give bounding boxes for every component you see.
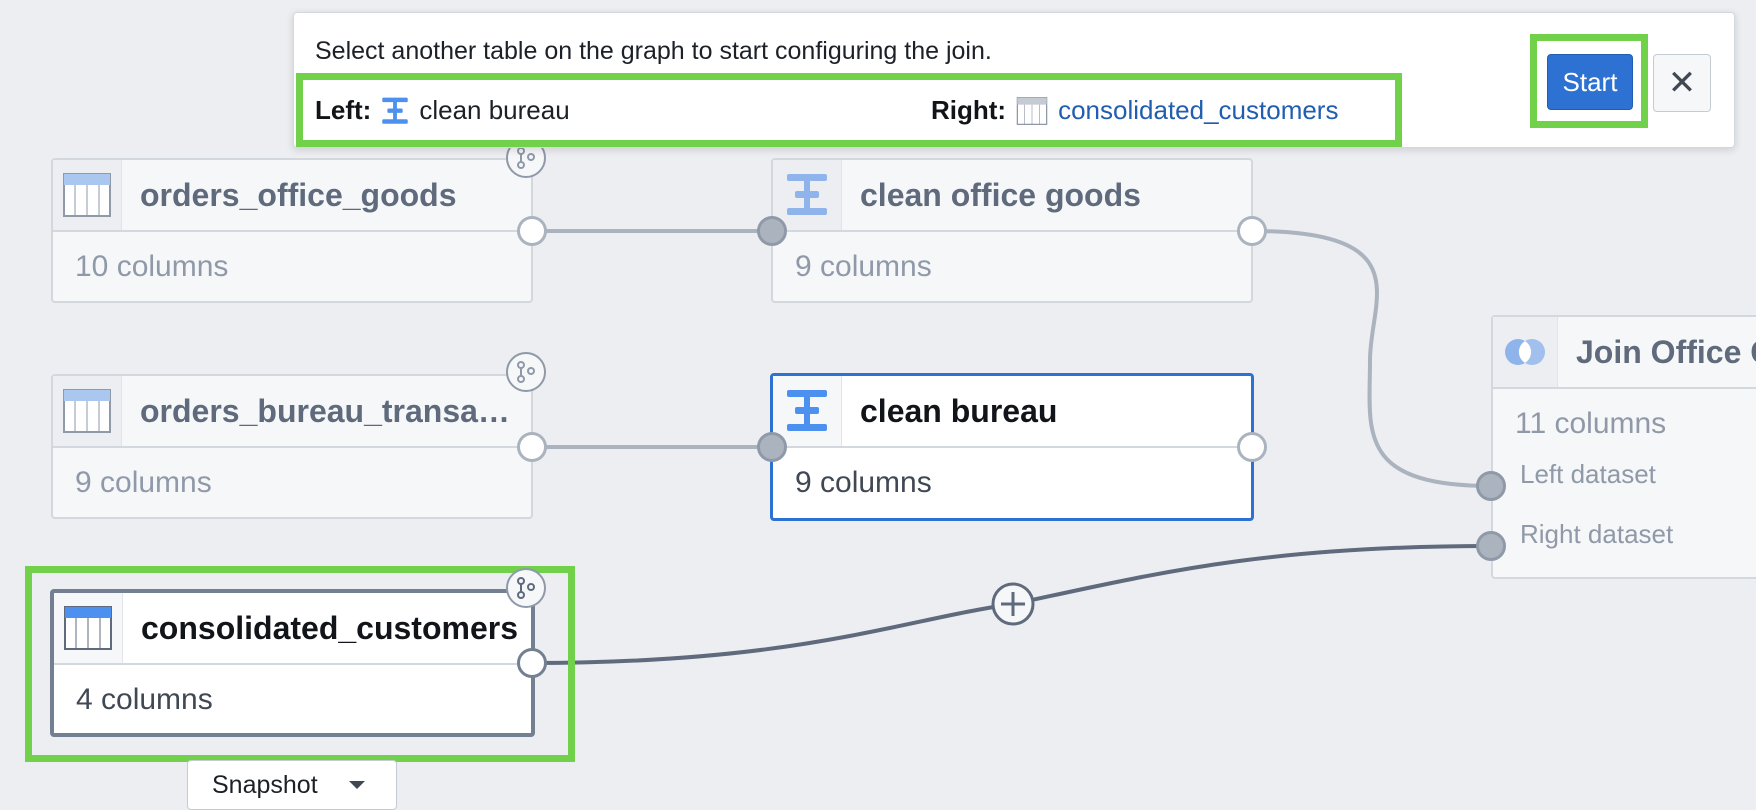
node-title: orders_bureau_transacti… (140, 392, 531, 429)
node-title: clean office goods (860, 176, 1141, 213)
node-column-count: 10 columns (75, 250, 229, 283)
left-label: Left: (315, 95, 372, 125)
node-join-office-goods[interactable]: Join Office G 11 columns (1491, 315, 1756, 579)
snapshot-dropdown[interactable]: Snapshot (187, 760, 397, 810)
node-title: clean bureau (860, 392, 1058, 429)
table-icon (1016, 96, 1048, 125)
left-dataset-name: clean bureau (419, 95, 570, 125)
node-title: consolidated_customers (141, 609, 518, 646)
join-instruction-text: Select another table on the graph to sta… (315, 37, 992, 65)
node-clean-office-goods[interactable]: clean office goods 9 columns (771, 158, 1253, 303)
start-button-highlight (1530, 34, 1648, 128)
transform-icon (773, 376, 842, 446)
output-port[interactable] (1237, 216, 1267, 246)
branch-icon[interactable] (506, 352, 546, 392)
node-column-count: 9 columns (795, 250, 932, 283)
join-right-input-label: Right dataset (1520, 519, 1674, 549)
node-orders-office-goods[interactable]: orders_office_goods 10 columns (51, 158, 533, 303)
add-node-icon (991, 582, 1035, 626)
output-port[interactable] (517, 648, 547, 678)
node-clean-bureau[interactable]: clean bureau 9 columns (770, 373, 1254, 521)
start-button[interactable]: Start (1547, 54, 1633, 110)
left-side: Left: clean bureau (315, 95, 570, 126)
close-icon[interactable]: ✕ (1653, 54, 1711, 112)
node-column-count: 9 columns (75, 466, 212, 499)
right-side: Right: consolidated_customers (931, 95, 1338, 126)
table-icon (53, 376, 122, 446)
caret-down-icon (348, 781, 365, 789)
input-port[interactable] (757, 216, 787, 246)
output-port[interactable] (517, 432, 547, 462)
transform-icon (382, 97, 409, 124)
input-port[interactable] (757, 432, 787, 462)
node-consolidated-customers[interactable]: consolidated_customers 4 columns (50, 589, 535, 737)
join-right-input-port[interactable] (1476, 531, 1506, 561)
snapshot-label: Snapshot (212, 770, 318, 799)
node-orders-bureau-transactions[interactable]: orders_bureau_transacti… 9 columns (51, 374, 533, 519)
join-left-input-port[interactable] (1476, 471, 1506, 501)
right-dataset-link[interactable]: consolidated_customers (1058, 95, 1339, 125)
join-config-panel: Select another table on the graph to sta… (293, 12, 1735, 148)
edge-consolidated-to-join-right (529, 544, 1492, 665)
node-title: orders_office_goods (140, 176, 457, 213)
join-left-input-label: Left dataset (1520, 459, 1656, 489)
join-sides-highlight (296, 73, 1402, 147)
output-port[interactable] (517, 216, 547, 246)
join-icon (1493, 317, 1558, 387)
transform-icon (773, 160, 842, 230)
output-port[interactable] (1237, 432, 1267, 462)
node-column-count: 11 columns (1515, 407, 1667, 440)
node-title: Join Office G (1576, 333, 1756, 370)
right-label: Right: (931, 95, 1007, 125)
table-icon (53, 160, 122, 230)
edge-clean-office-to-join-left (1251, 229, 1492, 488)
node-column-count: 4 columns (76, 683, 213, 716)
consolidated-customers-highlight (25, 566, 575, 762)
table-icon (54, 593, 123, 663)
branch-icon[interactable] (506, 568, 546, 608)
node-column-count: 9 columns (795, 466, 932, 499)
